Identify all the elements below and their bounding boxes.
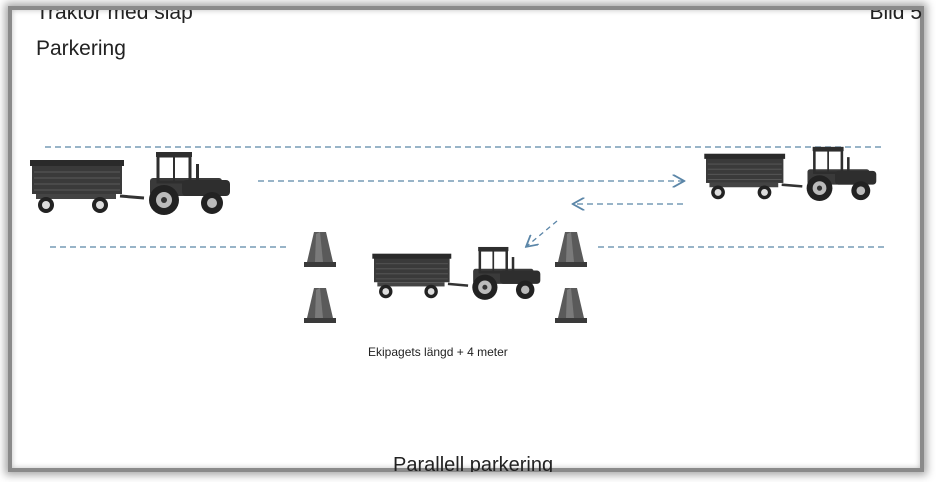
slide-subtitle: Parkering	[36, 37, 126, 60]
traffic-cone-icon	[304, 232, 336, 267]
slide-frame	[8, 6, 924, 472]
traffic-cone-icon	[555, 232, 587, 267]
measurement-label: Ekipagets längd + 4 meter	[368, 345, 508, 359]
tractor-with-trailer-icon	[28, 150, 232, 217]
traffic-cone-icon	[555, 288, 587, 323]
tractor-with-trailer-icon	[702, 145, 878, 203]
traffic-cone-icon	[304, 288, 336, 323]
reverse-angle-arrow	[527, 220, 558, 246]
footer-title: Parallell parkering	[393, 454, 554, 476]
slide-number: Bild 5	[869, 1, 922, 24]
tractor-with-trailer-icon	[371, 245, 542, 302]
slide-title: Traktor med släp	[36, 1, 193, 24]
